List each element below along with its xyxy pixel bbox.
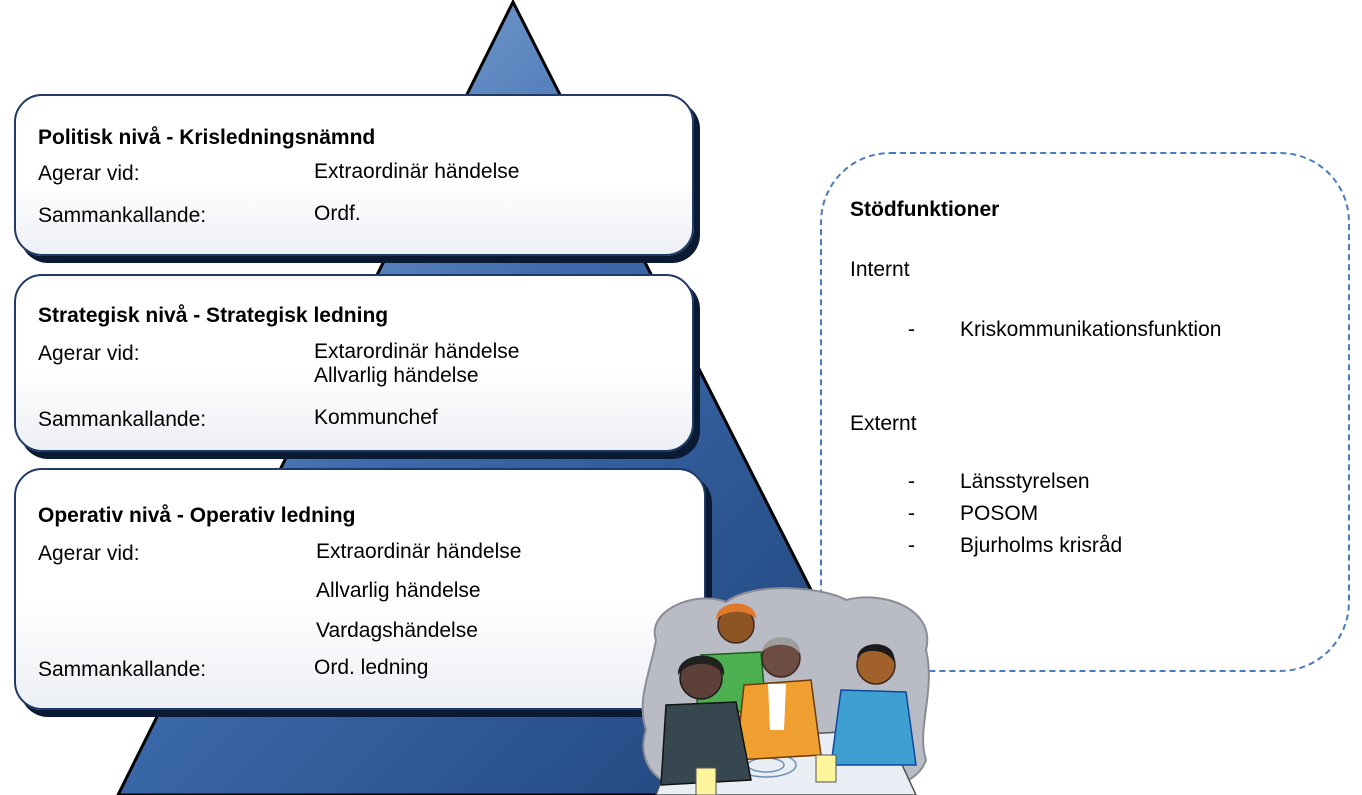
bullet-dash: - bbox=[908, 318, 915, 341]
convener-value: Kommunchef bbox=[314, 406, 438, 429]
internal-item: Kriskommunikationsfunktion bbox=[960, 318, 1222, 341]
convener-value: Ord. ledning bbox=[314, 656, 429, 679]
acts-value: Allvarlig händelse bbox=[314, 364, 479, 387]
bullet-dash: - bbox=[908, 534, 915, 557]
level-box-strategic: Strategisk nivå - Strategisk ledning Age… bbox=[14, 274, 694, 452]
bullet-dash: - bbox=[908, 470, 915, 493]
acts-value: Extraordinär händelse bbox=[316, 540, 522, 563]
acts-value: Extarordinär händelse bbox=[314, 340, 520, 363]
level-box-political: Politisk nivå - Krisledningsnämnd Agerar… bbox=[14, 94, 694, 256]
internal-heading: Internt bbox=[850, 258, 910, 281]
support-title: Stödfunktioner bbox=[850, 198, 1000, 221]
bullet-dash: - bbox=[908, 502, 915, 525]
acts-label: Agerar vid: bbox=[38, 542, 140, 565]
acts-label: Agerar vid: bbox=[38, 342, 140, 365]
convener-label: Sammankallande: bbox=[38, 204, 207, 227]
acts-label: Agerar vid: bbox=[38, 162, 140, 185]
convener-label: Sammankallande: bbox=[38, 408, 207, 431]
level-box-operative: Operativ nivå - Operativ ledning Agerar … bbox=[14, 468, 706, 710]
external-item: Bjurholms krisråd bbox=[960, 534, 1123, 557]
convener-label: Sammankallande: bbox=[38, 658, 207, 681]
level-title: Strategisk nivå - Strategisk ledning bbox=[38, 304, 389, 327]
acts-value: Extraordinär händelse bbox=[314, 160, 520, 183]
support-functions-box: Stödfunktioner Internt - Kriskommunikati… bbox=[820, 152, 1350, 672]
meeting-people-clipart bbox=[641, 587, 930, 795]
acts-value: Allvarlig händelse bbox=[316, 579, 481, 602]
acts-value: Vardagshändelse bbox=[316, 619, 478, 642]
convener-value: Ordf. bbox=[314, 202, 361, 225]
external-item: POSOM bbox=[960, 502, 1039, 525]
external-item: Länsstyrelsen bbox=[960, 470, 1090, 493]
external-heading: Externt bbox=[850, 412, 917, 435]
level-title: Operativ nivå - Operativ ledning bbox=[38, 504, 356, 527]
level-title: Politisk nivå - Krisledningsnämnd bbox=[38, 126, 376, 149]
